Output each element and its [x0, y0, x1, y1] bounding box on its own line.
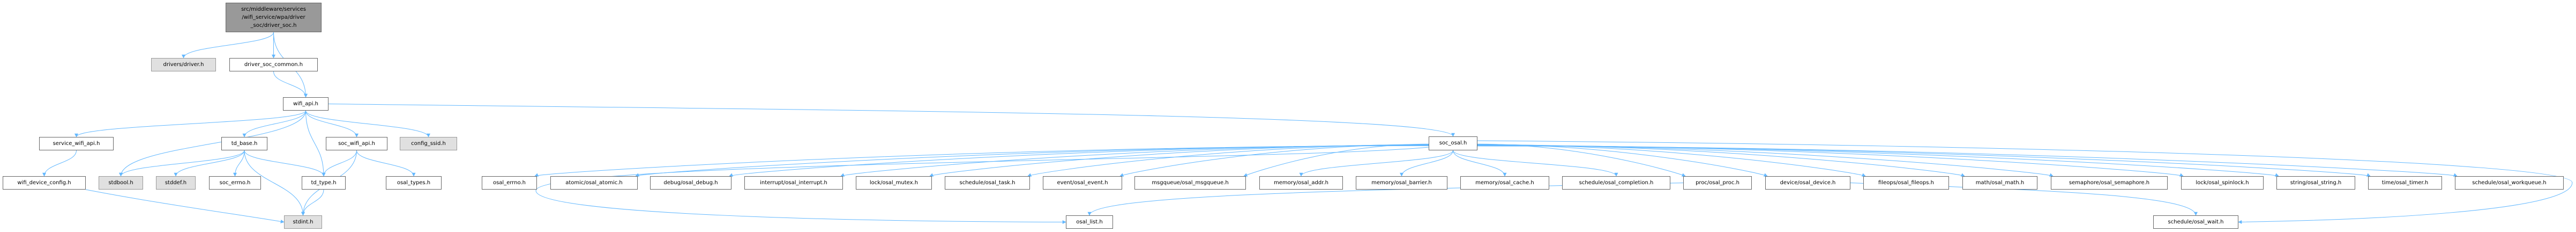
node-stddef: stddef.h	[156, 176, 196, 190]
edge-dsc-to-wifi_api	[273, 71, 308, 98]
node-root: src/middleware/services /wifi_service/wp…	[226, 3, 322, 32]
node-string[interactable]: string/osal_string.h	[2276, 176, 2355, 190]
edge-root-to-driver	[182, 32, 274, 59]
node-spinlock[interactable]: lock/osal_spinlock.h	[2181, 176, 2264, 190]
node-addr[interactable]: memory/osal_addr.h	[1259, 176, 1343, 190]
edge-soc_wifi_api-to-osal_types	[356, 150, 416, 177]
node-td_type[interactable]: td_type.h	[302, 176, 346, 190]
node-dsc[interactable]: driver_soc_common.h	[229, 58, 318, 71]
node-wifi_device_config[interactable]: wifi_device_config.h	[3, 176, 86, 190]
edge-soc_osal-to-msgqueue	[1243, 143, 1429, 177]
node-osal_types[interactable]: osal_types.h	[386, 176, 442, 190]
edge-td_base-to-soc_errno	[233, 150, 245, 177]
node-config_ssid: config_ssid.h	[400, 137, 457, 150]
edge-wifi_device_config-to-stdint	[85, 189, 285, 223]
edge-service_wifi_api-to-wifi_device_config	[42, 150, 77, 177]
edge-soc_osal-to-cache	[1453, 150, 1507, 177]
node-cache[interactable]: memory/osal_cache.h	[1460, 176, 1549, 190]
node-td_base[interactable]: td_base.h	[221, 137, 267, 150]
edge-soc_osal-to-osal_wait	[1477, 140, 2573, 224]
edge-wifi_api-to-soc_wifi_api	[305, 110, 359, 137]
node-proc[interactable]: proc/osal_proc.h	[1683, 176, 1752, 190]
node-barrier[interactable]: memory/osal_barrier.h	[1356, 176, 1447, 190]
edge-td_base-to-stdbool	[119, 150, 245, 177]
node-fileops[interactable]: fileops/osal_fileops.h	[1863, 176, 1949, 190]
edge-soc_osal-to-addr	[1299, 150, 1453, 177]
edge-wifi_api-to-stdbool	[119, 110, 306, 177]
node-device[interactable]: device/osal_device.h	[1765, 176, 1850, 190]
node-soc_errno[interactable]: soc_errno.h	[209, 176, 261, 190]
node-timer[interactable]: time/osal_timer.h	[2368, 176, 2442, 190]
node-soc_osal[interactable]: soc_osal.h	[1429, 136, 1477, 150]
edge-td_type-to-stdint	[301, 189, 324, 216]
node-soc_wifi_api[interactable]: soc_wifi_api.h	[326, 137, 387, 150]
edge-soc_osal-to-task	[1027, 144, 1429, 177]
node-event[interactable]: event/osal_event.h	[1043, 176, 1122, 190]
edge-soc_osal-to-barrier	[1400, 150, 1453, 177]
node-msgqueue[interactable]: msgqueue/osal_msgqueue.h	[1134, 176, 1246, 190]
edge-wifi_api-to-td_base	[242, 110, 306, 137]
node-osal_errno[interactable]: osal_errno.h	[482, 176, 537, 190]
edge-td_base-to-td_type	[244, 150, 326, 177]
edge-soc_osal-to-event	[1119, 144, 1429, 177]
edge-soc_osal-to-completion	[1453, 150, 1618, 177]
edge-wifi_api-to-config_ssid	[305, 110, 430, 137]
edge-soc_wifi_api-to-td_type	[322, 150, 357, 177]
node-task[interactable]: schedule/osal_task.h	[945, 176, 1030, 190]
node-atomic[interactable]: atomic/osal_atomic.h	[550, 176, 638, 190]
node-service_wifi_api[interactable]: service_wifi_api.h	[39, 137, 114, 150]
edge-td_base-to-stddef	[174, 150, 245, 177]
node-stdint: stdint.h	[284, 215, 322, 229]
edge-wifi_api-to-soc_osal	[328, 104, 1455, 137]
edge-wifi_api-to-service_wifi_api	[74, 110, 306, 137]
node-math[interactable]: math/osal_math.h	[1962, 176, 2037, 190]
node-osal_wait[interactable]: schedule/osal_wait.h	[2153, 215, 2238, 229]
edge-td_base-to-stdint	[244, 150, 305, 216]
node-completion[interactable]: schedule/osal_completion.h	[1562, 176, 1670, 190]
node-osal_list[interactable]: osal_list.h	[1066, 215, 1113, 229]
edge-wifi_api-to-td_type	[305, 110, 326, 177]
node-workqueue[interactable]: schedule/osal_workqueue.h	[2455, 176, 2564, 190]
edge-proc-to-osal_list	[1087, 183, 1684, 216]
edge-soc_osal-to-interrupt	[840, 144, 1429, 177]
node-mutex[interactable]: lock/osal_mutex.h	[856, 176, 932, 190]
node-wifi_api[interactable]: wifi_api.h	[283, 97, 328, 111]
edge-soc_osal-to-workqueue	[1477, 146, 2458, 177]
node-semaphore[interactable]: semaphore/osal_semaphore.h	[2051, 176, 2168, 190]
node-debug[interactable]: debug/osal_debug.h	[650, 176, 731, 190]
node-stdbool: stdbool.h	[99, 176, 143, 190]
edge-soc_osal-to-debug	[729, 145, 1429, 177]
node-interrupt[interactable]: interrupt/osal_interrupt.h	[744, 176, 843, 190]
node-driver: drivers/driver.h	[151, 58, 216, 71]
